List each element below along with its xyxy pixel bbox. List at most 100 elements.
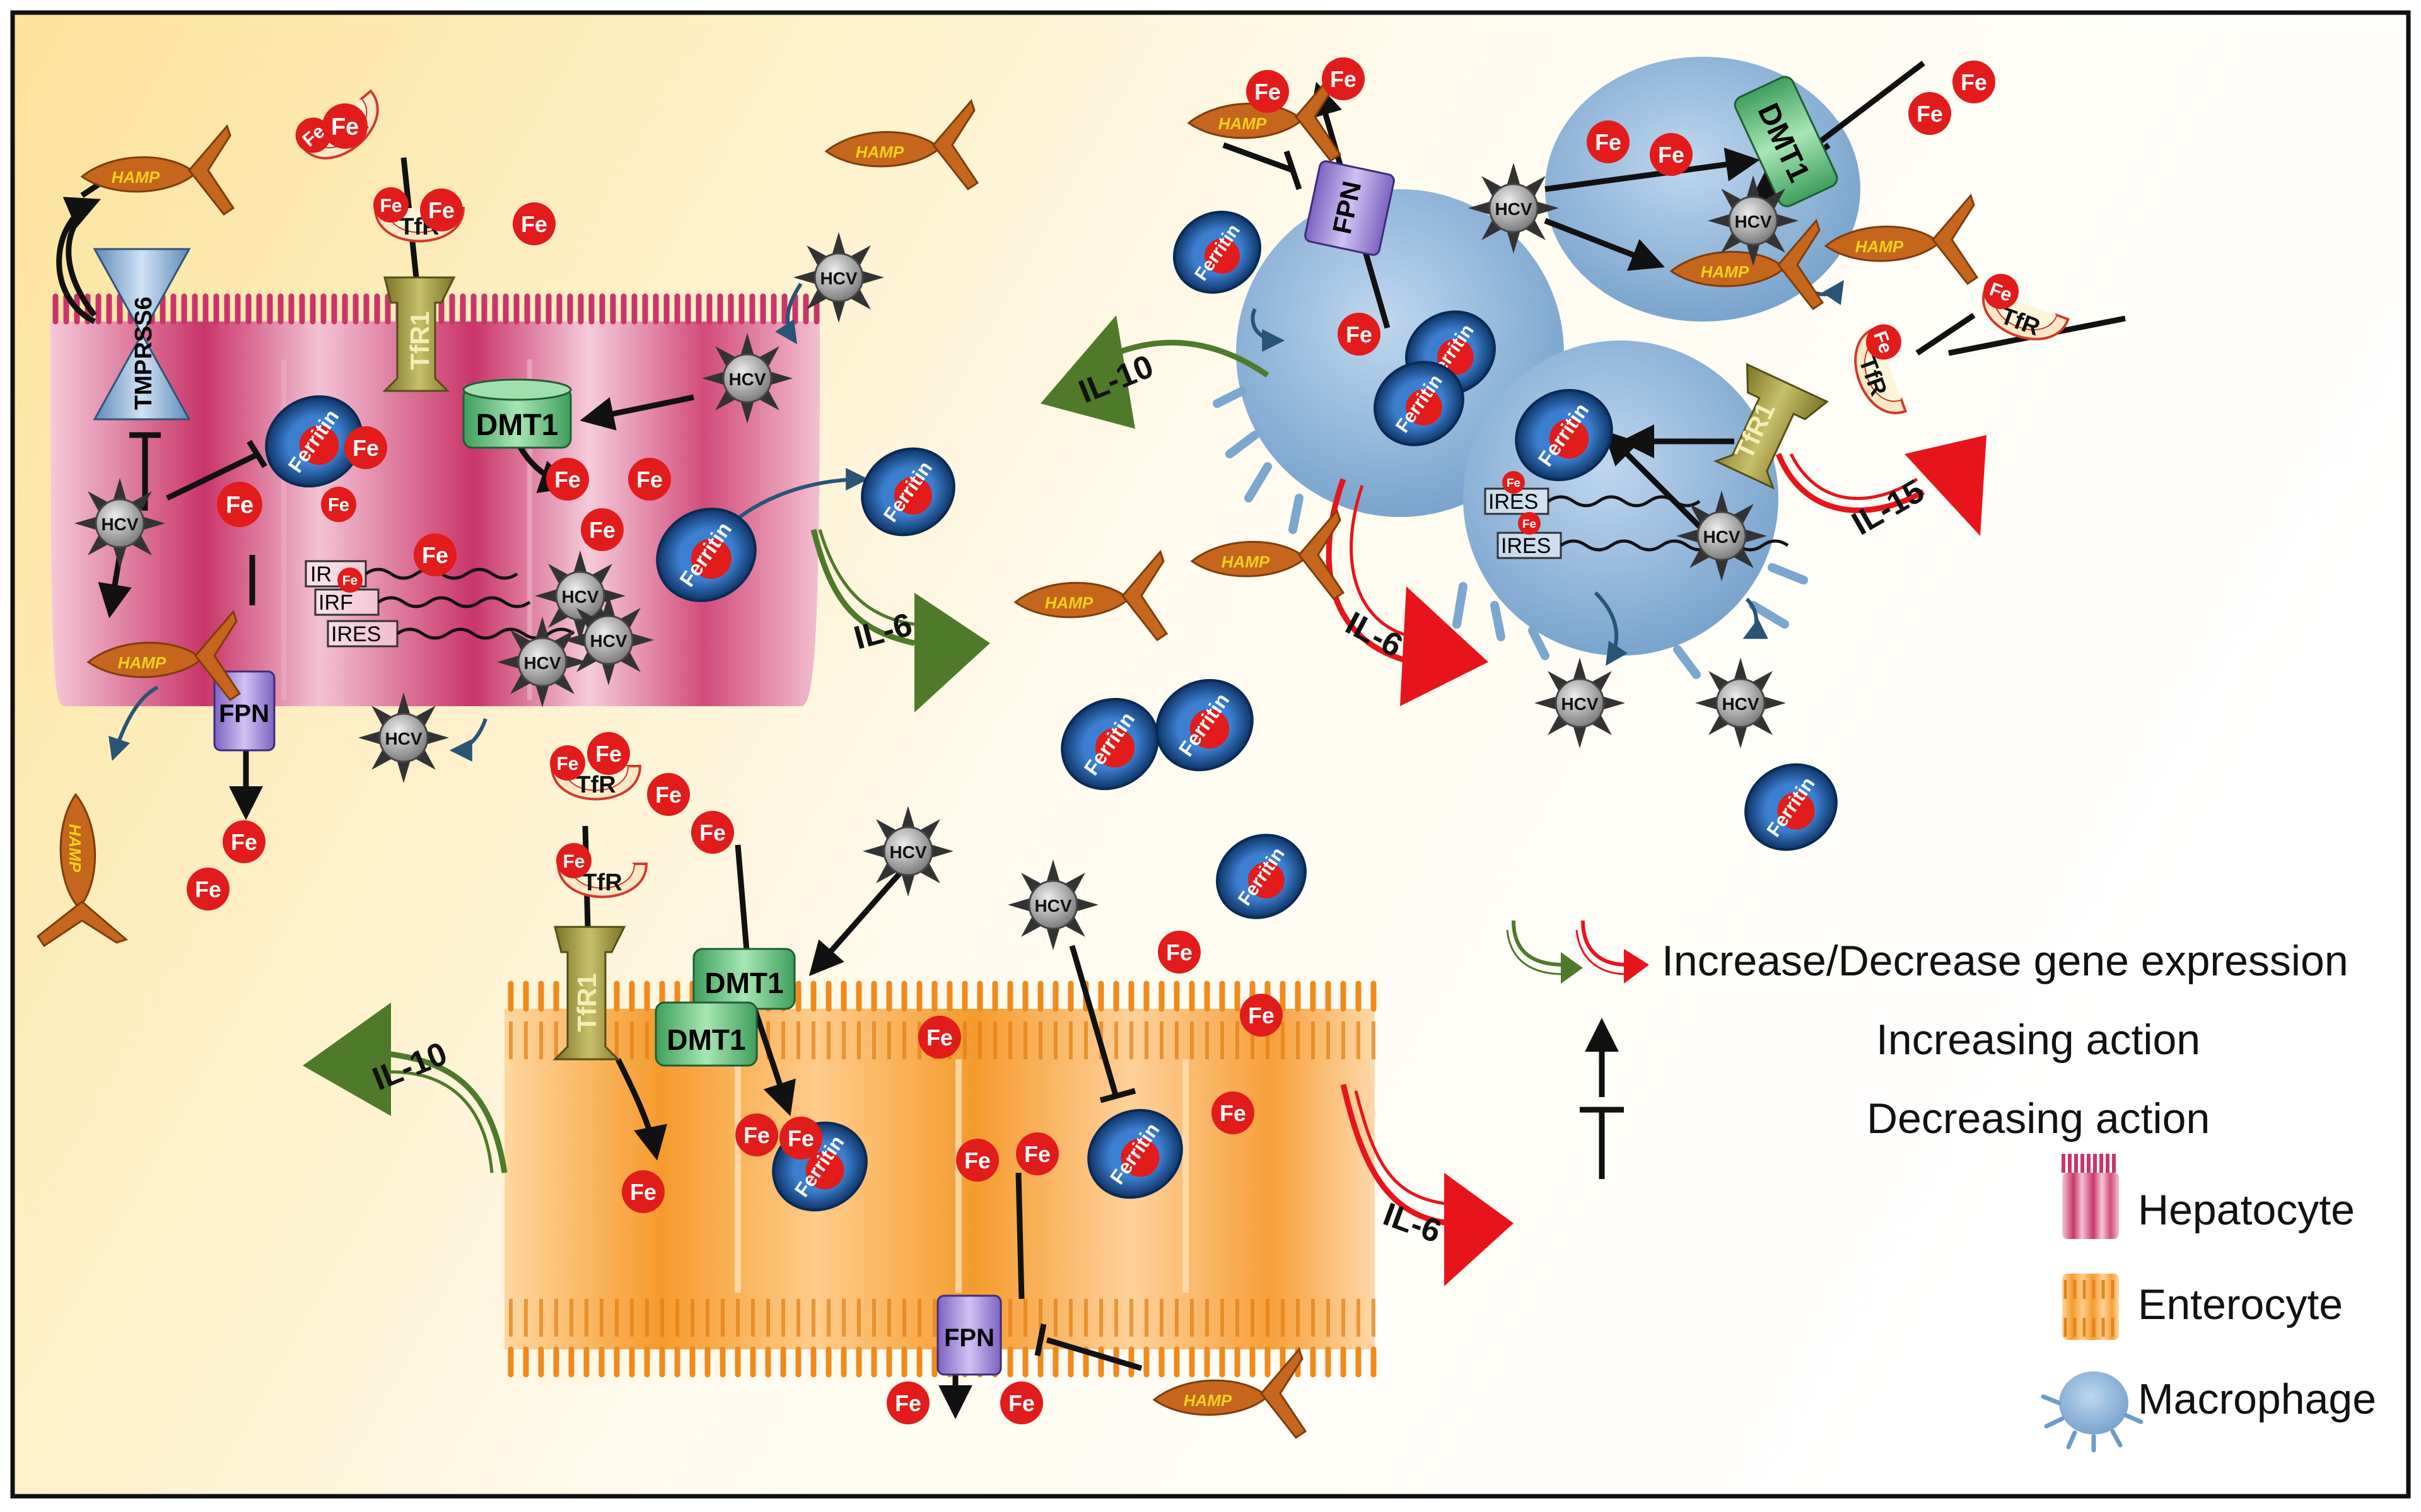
hcv-virion: HCV [702,333,793,424]
fe-atom: Fe [779,1117,822,1160]
fpn-enterocyte: FPN [936,1294,1002,1376]
fe-label: Fe [1330,67,1356,92]
ferritin-molecule: Ferritin [1515,388,1613,482]
legend-decreasing-action: Decreasing action [1867,1095,2210,1143]
fe-atom: Fe [1338,313,1380,356]
hcv-virion: HCV [1008,859,1099,950]
dmt1-enterocyte: DMT1 DMT1 [655,948,796,1067]
hamp-label: HAMP [856,142,904,161]
legend-enterocyte-swatch [2062,1274,2119,1340]
legend-hepatocyte-swatch [2062,1154,2119,1239]
fe-label: Fe [556,753,578,774]
hcv-virion: HCV [1468,163,1559,253]
fe-atom: Fe [1246,70,1289,113]
hamp-label: HAMP [1701,262,1749,281]
fe-atom: Fe [628,458,671,501]
fe-label: Fe [926,1025,953,1050]
fe-atom: Fe [918,1016,961,1059]
legend-macrophage: Macrophage [2138,1375,2377,1423]
fe-label: Fe [589,518,615,543]
fpn-macrophage: FPN [1304,160,1395,256]
hcv-label: HCV [889,842,926,862]
tfr-layer: TfRFeTfRFeTfRFeTfRFeTfRFeTfRFe [295,89,2070,898]
fe-atom: Fe [322,103,368,149]
hcv-virion: HCV [1708,175,1799,266]
fe-label: Fe [595,741,622,767]
hamp-label: HAMP [1045,593,1094,612]
fe-label: Fe [195,877,221,902]
fe-atom: Fe [1587,120,1630,163]
legend-increasing-action: Increasing action [1876,1016,2201,1064]
fe-label: Fe [964,1148,991,1173]
tfr1-enterocyte: TfR1 [552,926,626,1061]
fe-atom: Fe [414,533,457,576]
fe-atom: Fe [1650,133,1693,176]
legend-gene-expression: Increase/Decrease gene expression [1662,937,2348,985]
ires-label: IRES [1488,490,1538,514]
fe-atom: Fe [622,1170,665,1213]
hamp-peptide: HAMP [36,793,128,948]
ires-label: IRES [1501,534,1551,558]
hamp-peptide: HAMP [824,99,979,191]
hamp-label: HAMP [66,824,85,873]
legend-graphics [1506,920,2144,1453]
ires-strand-hepatocyte: IR IRF IRES [305,560,575,648]
fe-atom: Fe [1908,92,1951,135]
fe-label: Fe [744,1123,770,1148]
fe-label: Fe [521,212,547,237]
hamp-label: HAMP [1184,1391,1232,1410]
hcv-virion: HCV [563,595,654,685]
ferritin-molecule: Ferritin [265,395,363,488]
fe-atom: Fe [1016,1132,1059,1175]
hcv-virion: HCV [1534,658,1625,748]
fe-atom: Fe [1952,61,1995,103]
hamp-peptide: HAMP [1013,550,1169,642]
hamp-peptide: HAMP [80,124,235,216]
fe-atom: Fe [337,567,363,593]
fe-atom: Fe [887,1381,930,1424]
fe-atom: Fe [513,202,556,245]
ferritin-molecule: Ferritin [1155,678,1254,772]
fe-atom: Fe [217,482,262,527]
fe-label: Fe [1595,130,1621,155]
ires-label: IRES [331,622,381,646]
fe-atom: Fe [223,820,265,863]
dmt1-label: DMT1 [667,1023,745,1056]
hcv-virion: HCV [535,550,626,641]
fe-label: Fe [380,195,402,216]
action-arrows [56,61,2126,1419]
fe-label: Fe [231,830,257,855]
hamp-label: HAMP [112,168,160,187]
fe-atom: Fe [1240,994,1283,1037]
hamp-label: HAMP [1855,237,1904,256]
hcv-label: HCV [1703,527,1740,547]
fe-label: Fe [342,574,358,588]
fe-label: Fe [1166,940,1193,965]
fe-label: Fe [554,467,581,492]
fe-atom: Fe [321,487,356,522]
cytokine-arrows [303,315,1986,1286]
hcv-virion: HCV [863,806,954,897]
hcv-label: HCV [1722,694,1759,714]
fe-label: Fe [1658,142,1684,168]
tfr-label: TfR [576,772,615,798]
hamp-label: HAMP [1222,552,1270,571]
fe-atom: Fe [187,868,230,910]
tfr1-label: TfR1 [572,973,602,1032]
hcv-label: HCV [728,369,766,389]
fe-label: Fe [630,1180,656,1205]
fe-label: Fe [655,782,682,808]
tfr1-label: TfR1 [405,311,435,369]
legend-increase-icon [1512,920,1565,967]
fe-atom: Fe [956,1139,999,1182]
dmt1-macrophage: DMT1 [1734,76,1838,207]
fe-atom: Fe [1158,931,1201,974]
release-curls [108,264,1845,762]
